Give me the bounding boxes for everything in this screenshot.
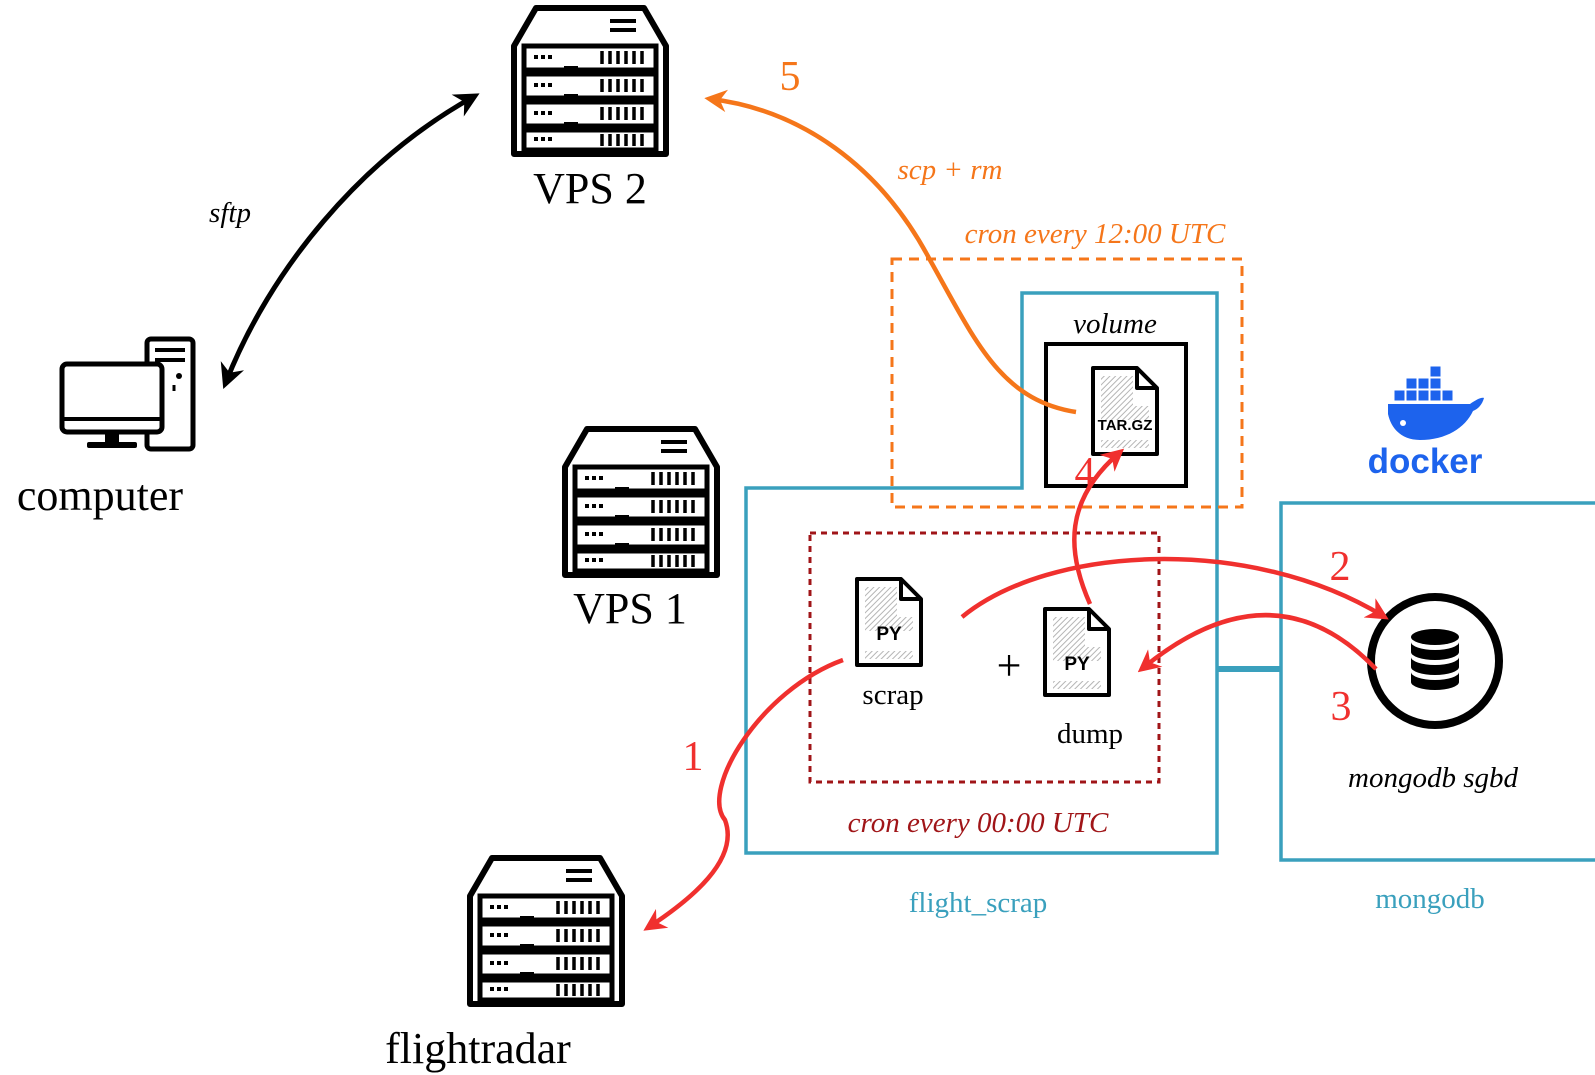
docker-logo: docker <box>1368 365 1484 481</box>
volume-label: volume <box>1073 308 1157 340</box>
docker-containers-icon <box>1393 365 1454 402</box>
sftp-arrow <box>220 93 480 389</box>
mongodb-sgbd-label: mongodb sgbd <box>1348 762 1518 794</box>
cron-midnight-label: cron every 00:00 UTC <box>848 807 1109 839</box>
flightradar-label: flightradar <box>385 1024 571 1073</box>
flightradar-server-icon <box>470 858 622 1004</box>
archive-file-icon: TAR.GZ <box>1091 366 1159 456</box>
plus-sign: + <box>997 641 1022 690</box>
flight-scrap-container-label: flight_scrap <box>909 887 1048 919</box>
svg-text:TAR.GZ: TAR.GZ <box>1098 417 1153 434</box>
vps2-server-icon <box>514 8 666 154</box>
step5-arrow <box>704 89 1077 415</box>
docker-whale-icon <box>1388 397 1484 440</box>
step5-number: 5 <box>780 54 801 100</box>
vps1-server-icon <box>565 429 717 575</box>
dump-file-icon: PY <box>1043 607 1111 697</box>
step3-number: 3 <box>1331 684 1352 730</box>
step3-arrow <box>1137 613 1378 673</box>
cron-noon-label: cron every 12:00 UTC <box>965 218 1226 250</box>
step4-arrow <box>1072 448 1125 605</box>
database-icon <box>1367 593 1503 729</box>
svg-text:PY: PY <box>876 624 902 645</box>
computer-label: computer <box>17 471 184 520</box>
dump-label: dump <box>1057 718 1123 750</box>
step1-number: 1 <box>683 734 704 780</box>
scp-rm-label: scp + rm <box>898 154 1003 186</box>
mongodb-container-label: mongodb <box>1375 883 1485 915</box>
volume-box <box>1044 342 1188 488</box>
vps1-label: VPS 1 <box>573 584 687 633</box>
flight-scrap-container <box>744 291 1219 855</box>
step1-arrow <box>643 657 844 931</box>
computer-icon <box>59 336 196 452</box>
step2-arrow <box>960 556 1389 620</box>
scrap-file-icon: PY <box>855 577 923 667</box>
step4-number: 4 <box>1075 450 1096 496</box>
vps2-label: VPS 2 <box>533 164 647 213</box>
mongodb-container <box>1279 501 1595 862</box>
svg-text:docker: docker <box>1368 442 1483 481</box>
svg-text:PY: PY <box>1064 654 1090 675</box>
sftp-label: sftp <box>209 197 251 229</box>
step2-number: 2 <box>1330 544 1351 590</box>
cron-noon-box <box>890 257 1244 509</box>
scrap-label: scrap <box>862 679 923 711</box>
